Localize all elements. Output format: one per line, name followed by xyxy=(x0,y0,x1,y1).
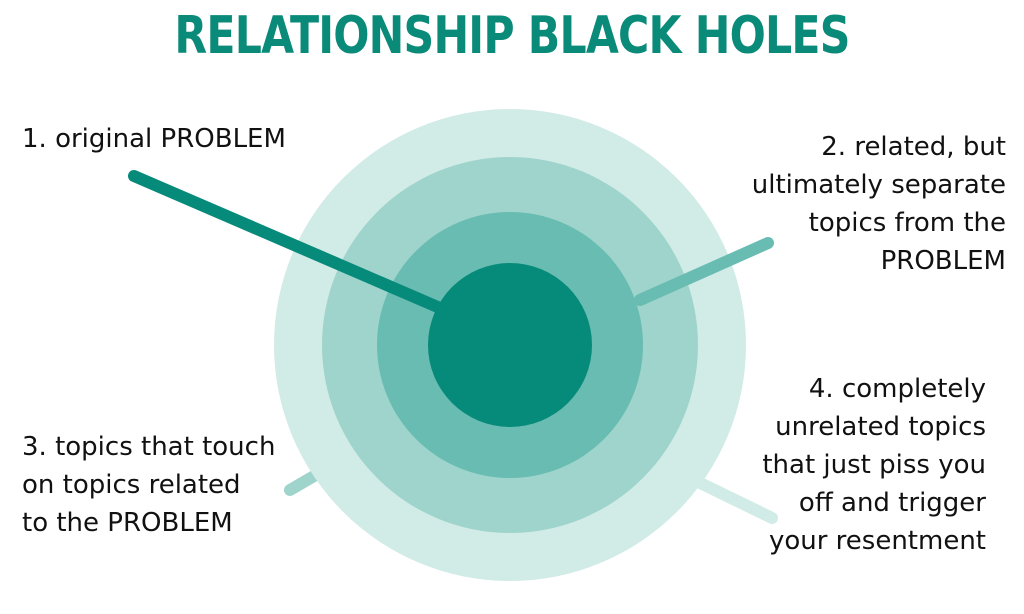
label-line: your resentment xyxy=(768,526,986,556)
label-touching-topics: 3. topics that touch on topics related t… xyxy=(22,428,275,542)
label-related-topics: 2. related, but ultimately separate topi… xyxy=(752,128,1006,280)
label-line: that just piss you xyxy=(762,450,986,480)
core-problem xyxy=(428,263,592,427)
label-line: topics from the xyxy=(808,208,1006,238)
label-line: 4. completely xyxy=(808,374,986,404)
page-title: RELATIONSHIP BLACK HOLES xyxy=(174,6,850,66)
label-line: ultimately separate xyxy=(751,170,1006,200)
label-line: 3. topics that touch xyxy=(22,432,276,462)
label-original-problem: 1. original PROBLEM xyxy=(22,120,286,158)
label-line: 2. related, but xyxy=(821,132,1006,162)
connector-unrelated xyxy=(684,472,778,524)
connector-problem xyxy=(128,170,446,314)
label-line: off and trigger xyxy=(798,488,986,518)
label-line: 1. original PROBLEM xyxy=(22,124,286,154)
label-line: to the PROBLEM xyxy=(22,508,233,538)
connector-related xyxy=(634,237,774,306)
label-line: PROBLEM xyxy=(880,246,1006,276)
label-unrelated-topics: 4. completely unrelated topics that just… xyxy=(762,370,986,560)
label-line: unrelated topics xyxy=(775,412,986,442)
label-line: on topics related xyxy=(22,470,241,500)
